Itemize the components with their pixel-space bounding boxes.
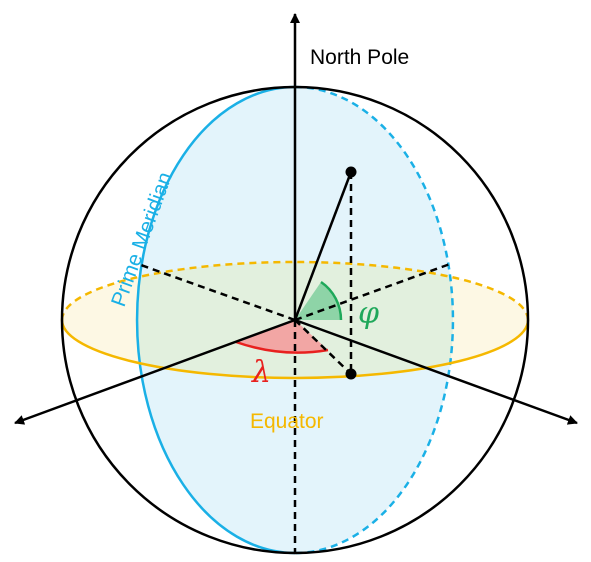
equator-front	[60, 319, 530, 380]
point-projection	[345, 368, 357, 380]
longitude-angle-wedge	[236, 320, 328, 353]
latitude-symbol: φ	[358, 296, 379, 331]
axis-front-left	[14, 318, 296, 425]
latitude-angle-wedge	[295, 282, 342, 320]
equator-back	[60, 260, 530, 321]
radius-line	[293, 171, 353, 321]
latitude-angle-arc	[320, 280, 343, 321]
north-pole-label: North Pole	[310, 46, 409, 69]
prime-meridian-front	[135, 85, 296, 555]
longitude-symbol: λ	[251, 355, 271, 390]
equator-label: Equator	[250, 410, 324, 433]
longitude-angle-arc	[235, 340, 329, 354]
hidden-axis-back-left	[137, 262, 296, 322]
projection-line-equatorial	[294, 319, 352, 375]
point-on-sphere	[345, 166, 357, 178]
axis-front-right	[294, 318, 578, 425]
hidden-axis-back-right	[294, 262, 451, 322]
